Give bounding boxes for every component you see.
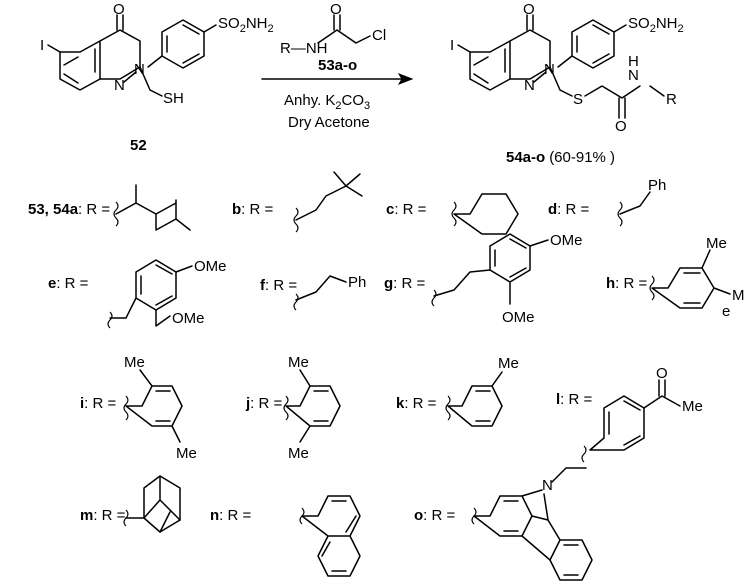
rgroup-label-o: o: R = [414, 507, 456, 524]
iodo-54: I [450, 37, 454, 54]
compound-label-52: 52 [130, 137, 147, 154]
reagent-cl: Cl [372, 27, 386, 44]
rgroup-l-structure: O Me [581, 365, 703, 463]
rgroup-i-me-2: Me [176, 445, 197, 462]
rgroup-o-structure: N [471, 467, 593, 581]
rgroup-d-ph: Ph [648, 177, 666, 194]
rgroup-label-m: m: R = [80, 507, 126, 524]
carbonyl-o-54: O [523, 1, 535, 18]
amide-o: O [615, 118, 627, 135]
rgroup-h-me-2a: M [732, 287, 745, 304]
rgroup-label-a: 53, 54a: R = [28, 201, 110, 218]
rgroup-b-structure [293, 171, 363, 233]
rgroup-label-i: i: R = [80, 395, 117, 412]
rgroup-label-k: k: R = [396, 395, 437, 412]
rgroup-i-structure: Me Me [123, 354, 197, 462]
amide-nh: N [628, 67, 639, 84]
reagent-r-nh: R—NH [280, 40, 328, 57]
rgroup-label-e: e: R = [48, 275, 89, 292]
rgroup-label-f: f: R = [260, 277, 297, 294]
reagent-id: 53a-o [318, 57, 357, 74]
thioether-s: S [573, 91, 583, 108]
n3-52: N [134, 61, 145, 78]
reagent-53: O R—NH Cl 53a-o [280, 1, 386, 74]
rgroup-l-me: Me [682, 398, 703, 415]
rgroup-c-structure [451, 193, 519, 235]
rgroup-label-g: g: R = [384, 275, 426, 292]
rgroup-o-n: N [542, 477, 553, 494]
rgroup-j-structure: Me Me [283, 354, 341, 462]
compound-label-54: 54a-o(60-91% ) [506, 149, 615, 166]
reaction-arrow [261, 73, 414, 85]
rgroup-a-structure [113, 184, 191, 231]
n1-52: N [114, 77, 125, 94]
rgroup-label-j: j: R = [245, 395, 283, 412]
rgroup-i-me-1: Me [124, 354, 145, 371]
condition-base: Anhy. K2CO3 [284, 92, 370, 112]
sh-group: SH [163, 90, 184, 107]
reactant-52: O N N SH I SO2NH2 52 [40, 1, 274, 154]
carbonyl-o-52: O [113, 1, 125, 18]
rgroup-label-d: d: R = [548, 201, 590, 218]
rgroup-g-structure: OMe OMe [431, 232, 583, 326]
rgroup-n-structure [299, 495, 361, 577]
rgroup-h-structure: Me M e [649, 235, 745, 320]
rgroup-e-ome-1: OMe [194, 258, 227, 275]
sulfonamide-52: SO2NH2 [218, 15, 274, 35]
rgroup-h-me-1: Me [706, 235, 727, 252]
rgroup-label-h: h: R = [606, 275, 648, 292]
rgroup-label-b: b: R = [232, 201, 274, 218]
sulfonamide-54: SO2NH2 [628, 15, 684, 35]
rgroup-g-ome-2: OMe [502, 309, 535, 326]
rgroup-d-structure: Ph [617, 177, 666, 227]
product-54: O N N I S O N H R SO2NH2 54a-o(60-91% ) [450, 1, 684, 166]
rgroup-label-c: c: R = [386, 201, 427, 218]
rgroup-label-n: n: R = [210, 507, 252, 524]
rgroup-f-structure: Ph [293, 274, 366, 311]
rgroup-l-o: O [656, 365, 668, 382]
rgroup-j-me-1: Me [288, 354, 309, 371]
rgroup-g-ome-1: OMe [550, 232, 583, 249]
amide-r: R [666, 91, 677, 108]
rgroup-label-l: l: R = [556, 391, 593, 408]
iodo-52: I [40, 37, 44, 54]
rgroup-f-ph: Ph [348, 274, 366, 291]
rgroup-e-structure: OMe OMe [107, 258, 227, 329]
rgroup-k-me: Me [498, 355, 519, 372]
rgroup-k-structure: Me [445, 355, 519, 427]
rgroup-e-ome-2: OMe [172, 310, 205, 327]
reagent-carbonyl-o: O [330, 1, 342, 18]
condition-solvent: Dry Acetone [288, 114, 370, 131]
rgroup-h-me-2b: e [722, 303, 730, 320]
n3-54: N [544, 61, 555, 78]
amide-h: H [628, 53, 639, 70]
rgroup-j-me-2: Me [288, 445, 309, 462]
n1-54: N [524, 77, 535, 94]
rgroup-m-structure [123, 475, 181, 533]
